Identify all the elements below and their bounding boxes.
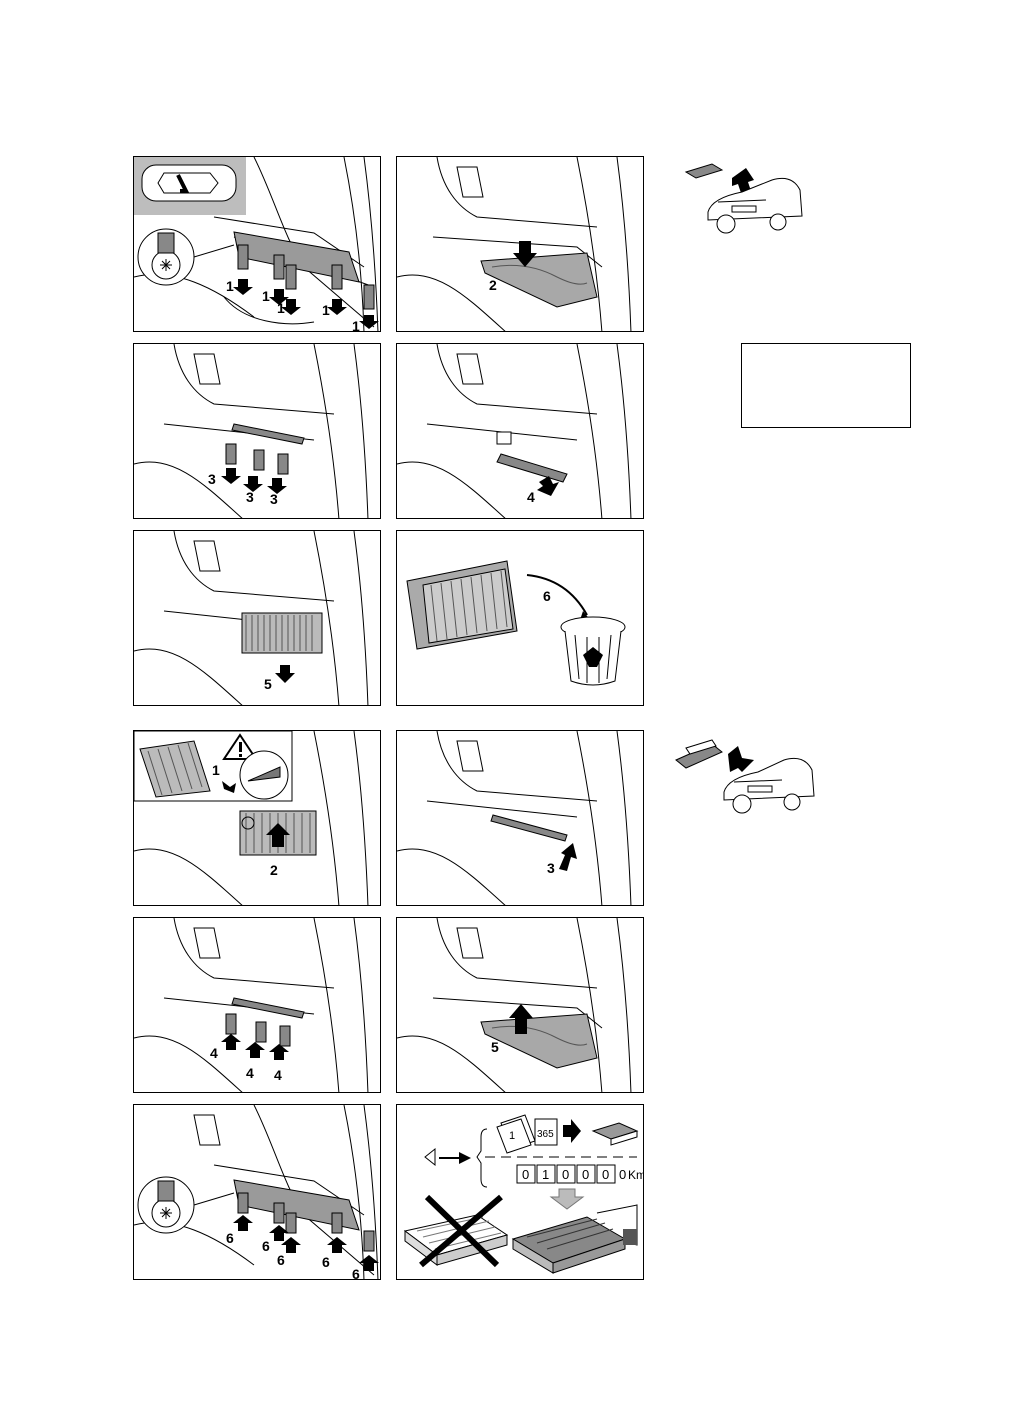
step-label: 5 — [491, 1039, 499, 1055]
calendar-icon: 1 365 — [496, 1114, 558, 1154]
warning-triangle-icon — [222, 733, 258, 760]
step-label: 3 — [270, 491, 278, 507]
odometer-digit: 1 — [542, 1167, 549, 1182]
step-label: 6 — [277, 1252, 285, 1268]
panel-install-cover: 5 — [396, 917, 644, 1093]
note-box — [741, 343, 911, 428]
odometer-digit: 0 — [562, 1167, 569, 1182]
step-label: 1 — [212, 762, 220, 778]
step-label: 6 — [352, 1266, 360, 1280]
odometer-digit: 0 — [522, 1167, 529, 1182]
step-label: 1 — [322, 302, 330, 318]
car-filter-install-icon — [672, 738, 822, 818]
step-label: 5 — [264, 676, 272, 692]
panel-insert-filter: 1 2 — [133, 730, 381, 906]
panel-dispose-filter: 6 — [396, 530, 644, 706]
panel-install-screws: 6 6 6 6 6 — [133, 1104, 381, 1280]
car-filter-removal-icon — [682, 160, 812, 240]
panel-remove-bracket-screws: 3 3 3 — [133, 343, 381, 519]
new-filter — [511, 1204, 638, 1274]
panel-install-bracket-screws: 4 4 4 — [133, 917, 381, 1093]
panel-replacement-interval: 1 365 0 1 0 0 0 0 Km — [396, 1104, 644, 1280]
panel-install-bracket: 3 — [396, 730, 644, 906]
torx-screw-icon — [137, 228, 235, 286]
step-label: 3 — [246, 489, 254, 505]
panel-remove-filter: 5 — [133, 530, 381, 706]
panel-remove-screws: 1 1 1 1 1 — [133, 156, 381, 332]
odometer-unit: Km — [628, 1168, 644, 1182]
step-label: 2 — [489, 277, 497, 293]
step-label: 6 — [226, 1230, 234, 1246]
step-label: 1 — [262, 288, 270, 304]
step-label: 1 — [226, 278, 234, 294]
eye-icon — [424, 1147, 436, 1167]
step-label: 6 — [262, 1238, 270, 1254]
torx-screw-icon — [137, 1176, 235, 1234]
car-top-view-icon — [134, 157, 246, 215]
step-label: 2 — [270, 862, 278, 878]
step-label: 1 — [277, 300, 285, 316]
calendar-last-day: 365 — [537, 1129, 554, 1140]
step-label: 6 — [322, 1254, 330, 1270]
calendar-first-day: 1 — [509, 1130, 515, 1142]
step-label: 4 — [210, 1045, 218, 1061]
step-label: 3 — [208, 471, 216, 487]
panel-remove-cover: 2 — [396, 156, 644, 332]
old-filter-crossed — [403, 1194, 509, 1268]
panel-remove-bracket: 4 — [396, 343, 644, 519]
odometer-digit: 0 — [582, 1167, 589, 1182]
recycle-bin-icon — [560, 616, 626, 686]
step-label: 1 — [352, 318, 360, 332]
step-label: 3 — [547, 860, 555, 876]
step-label: 4 — [246, 1065, 254, 1081]
step-label: 6 — [543, 588, 551, 604]
odometer-digit: 0 — [619, 1167, 626, 1182]
odometer-digit: 0 — [602, 1167, 609, 1182]
step-label: 4 — [527, 489, 535, 505]
odometer: 0 1 0 0 0 0 Km — [516, 1164, 644, 1184]
step-label: 4 — [274, 1067, 282, 1083]
